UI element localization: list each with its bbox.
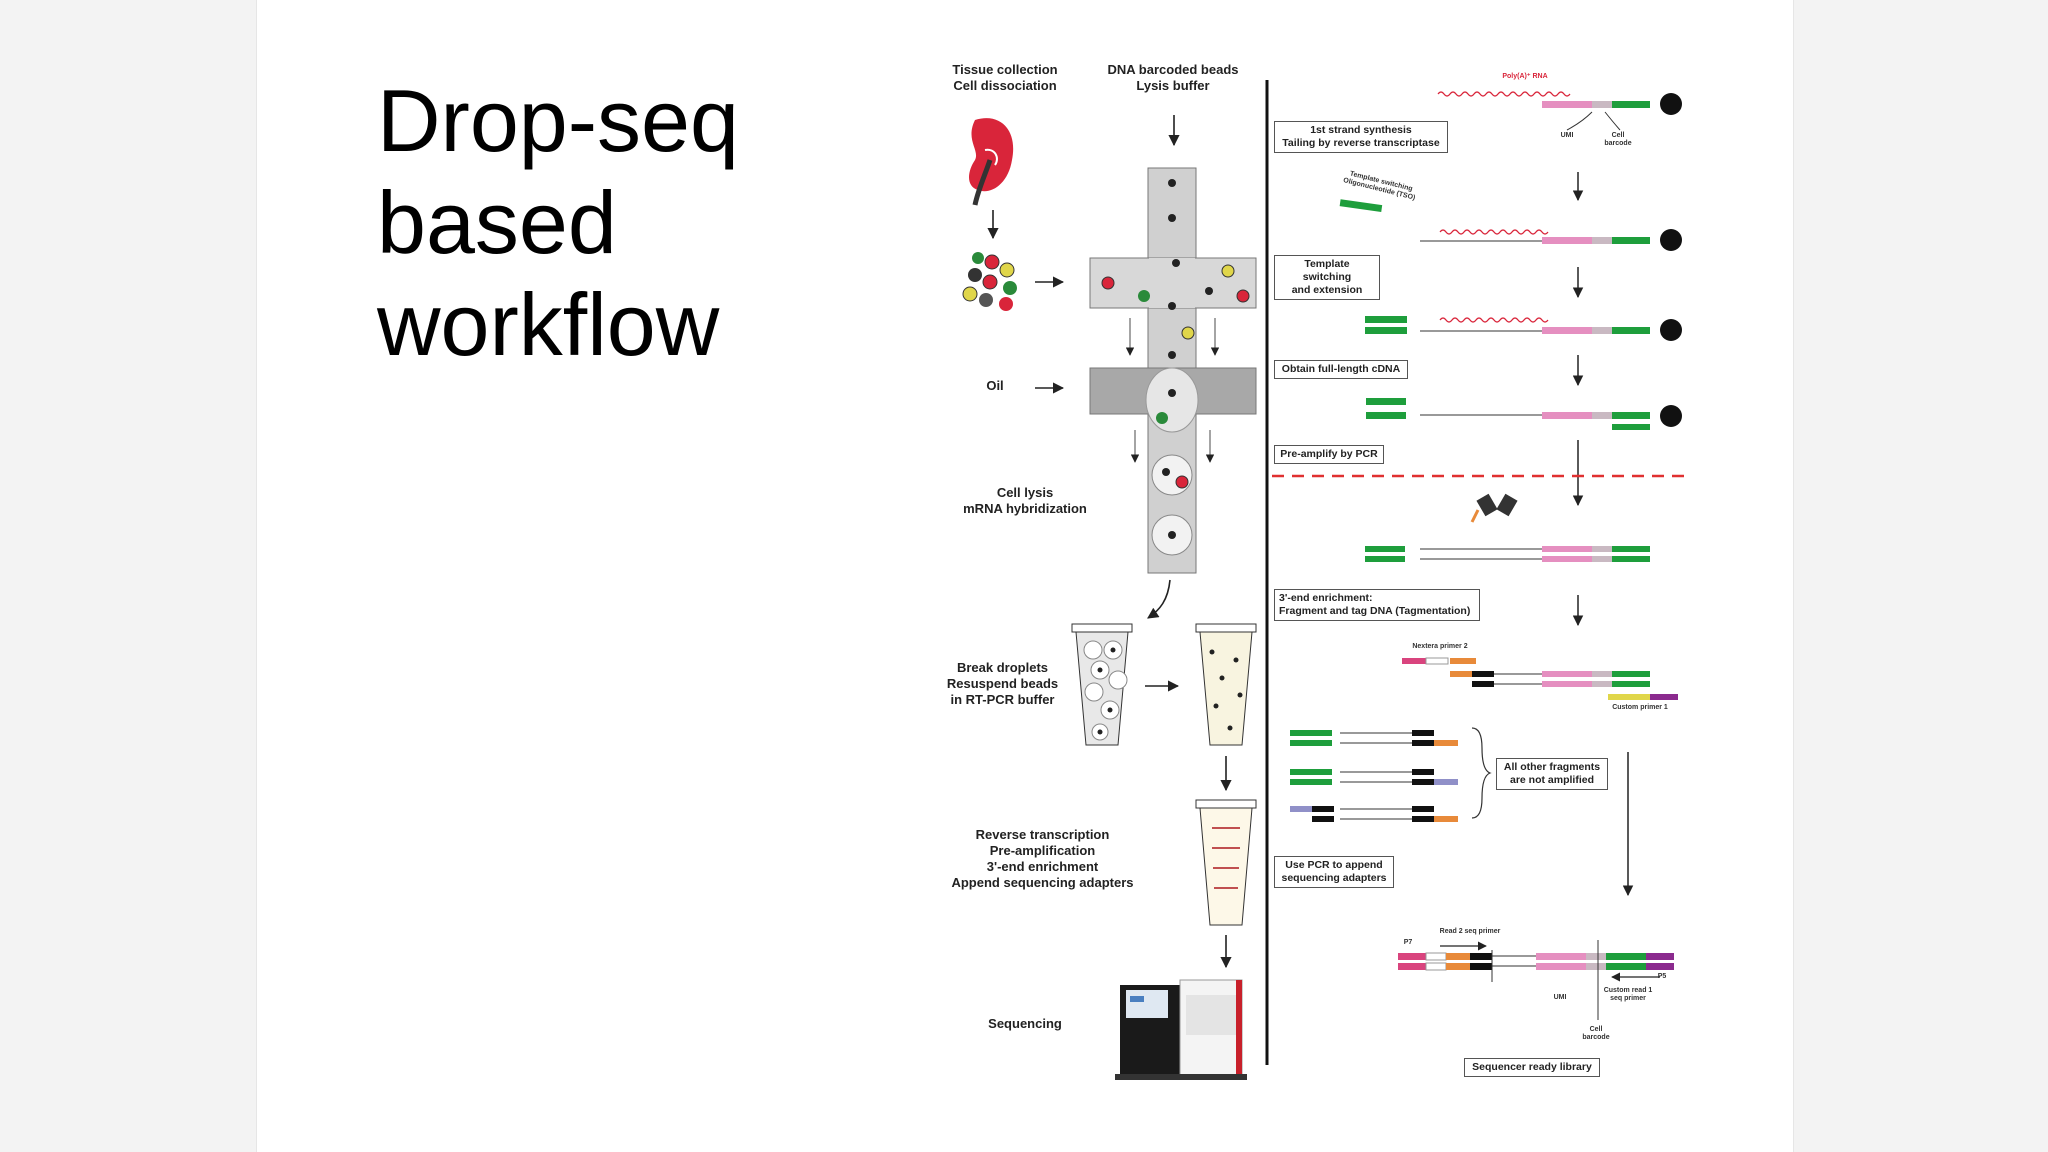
umi-label: UMI — [1560, 132, 1574, 139]
custom-primer-label: Custom primer 1 — [1612, 704, 1668, 711]
oil-label: Oil — [986, 378, 1004, 393]
step-tagmentation: 3'-end enrichment: Fragment and tag DNA … — [1274, 589, 1480, 621]
reverse-transcription-label: Reverse transcription Pre-amplification … — [951, 827, 1134, 890]
not-amplified-box: All other fragments are not amplified — [1496, 758, 1608, 790]
sequencer-machine-icon — [1115, 979, 1247, 1080]
molecular-steps — [1272, 91, 1688, 1020]
step-full-length-cdna: Obtain full-length cDNA — [1274, 360, 1408, 379]
tissue-icon — [969, 118, 1014, 206]
cell-barcode-label: Cell barcode — [1604, 132, 1632, 147]
p5-label: P5 — [1657, 973, 1667, 980]
tube-droplets — [1071, 623, 1133, 746]
tube-reaction — [1195, 799, 1257, 926]
polya-rna-label: Poly(A)⁺ RNA — [1502, 73, 1548, 80]
cell-barcode-label-final: Cell barcode — [1582, 1026, 1610, 1041]
umi-label-final: UMI — [1553, 994, 1567, 1001]
step-append-adapters: Use PCR to append sequencing adapters — [1274, 856, 1394, 888]
step-pre-amplify: Pre-amplify by PCR — [1274, 445, 1384, 464]
barcoded-beads-label: DNA barcoded beads Lysis buffer — [1107, 62, 1239, 93]
step-template-switching: Template switching and extension — [1274, 255, 1380, 300]
microfluidic-chip — [1089, 167, 1257, 574]
nextera-primer-label: Nextera primer 2 — [1412, 643, 1468, 650]
cell-lysis-label: Cell lysis mRNA hybridization — [963, 485, 1087, 516]
sequencing-label: Sequencing — [988, 1016, 1062, 1031]
break-droplets-label: Break droplets Resuspend beads in RT-PCR… — [946, 660, 1059, 707]
p7-label: P7 — [1403, 939, 1413, 946]
custom-read1-label: Custom read 1 seq primer — [1603, 987, 1653, 1002]
tissue-collection-label: Tissue collection Cell dissociation — [952, 62, 1058, 93]
cells-icon — [962, 252, 1017, 311]
slide-title: Drop-seq based workflow — [377, 71, 739, 374]
tube-beads — [1195, 623, 1257, 746]
read2-primer-label: Read 2 seq primer — [1439, 928, 1501, 935]
step-first-strand: 1st strand synthesis Tailing by reverse … — [1274, 121, 1448, 153]
sequencer-ready-library-box: Sequencer ready library — [1464, 1058, 1600, 1077]
